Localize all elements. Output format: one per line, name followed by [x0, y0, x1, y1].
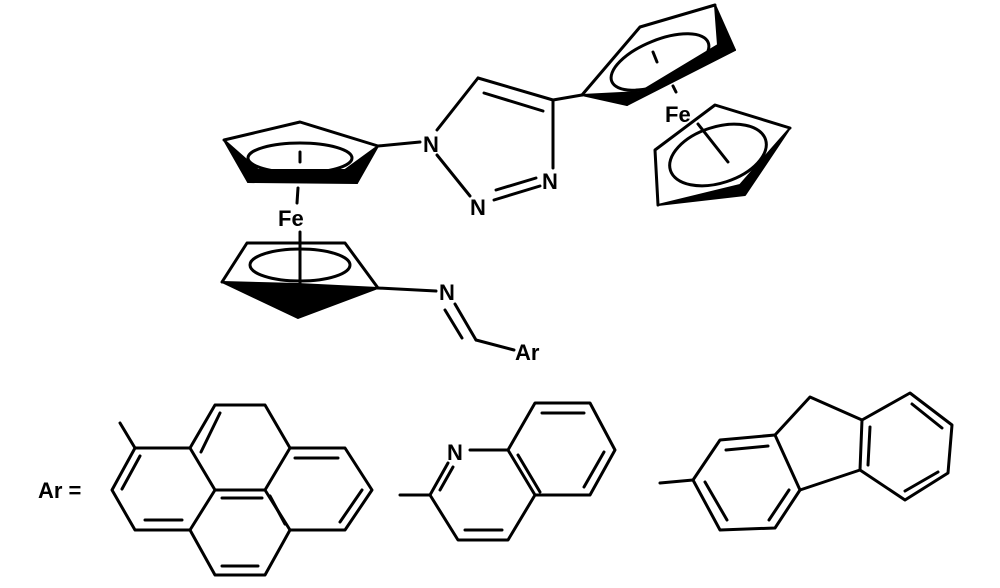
ferrocene-right-upper-cp [580, 3, 736, 106]
triazole-n3-label: N [542, 169, 558, 194]
fluorenyl-structure [658, 391, 954, 532]
fe-left-label: Fe [278, 206, 304, 231]
ferrocene-right-lower-cp [653, 103, 792, 207]
ferrocene-left-lower-cp [220, 230, 380, 319]
ferrocene-left-upper-cp [222, 120, 380, 184]
triazole-n1-label: N [423, 132, 439, 157]
ar-definition-label: Ar = [38, 478, 81, 503]
triazole-ring [376, 76, 584, 202]
triazole-n2-label: N [470, 195, 486, 220]
imine-bond [376, 286, 438, 293]
pyrenyl-structure [110, 403, 374, 577]
quinoline-n-label: N [447, 440, 463, 465]
quinolinyl-structure [398, 401, 617, 542]
fe-right-label: Fe [665, 102, 691, 127]
imine-n-label: N [439, 280, 455, 305]
fe-bond [295, 186, 300, 205]
ar-label: Ar [515, 340, 540, 365]
